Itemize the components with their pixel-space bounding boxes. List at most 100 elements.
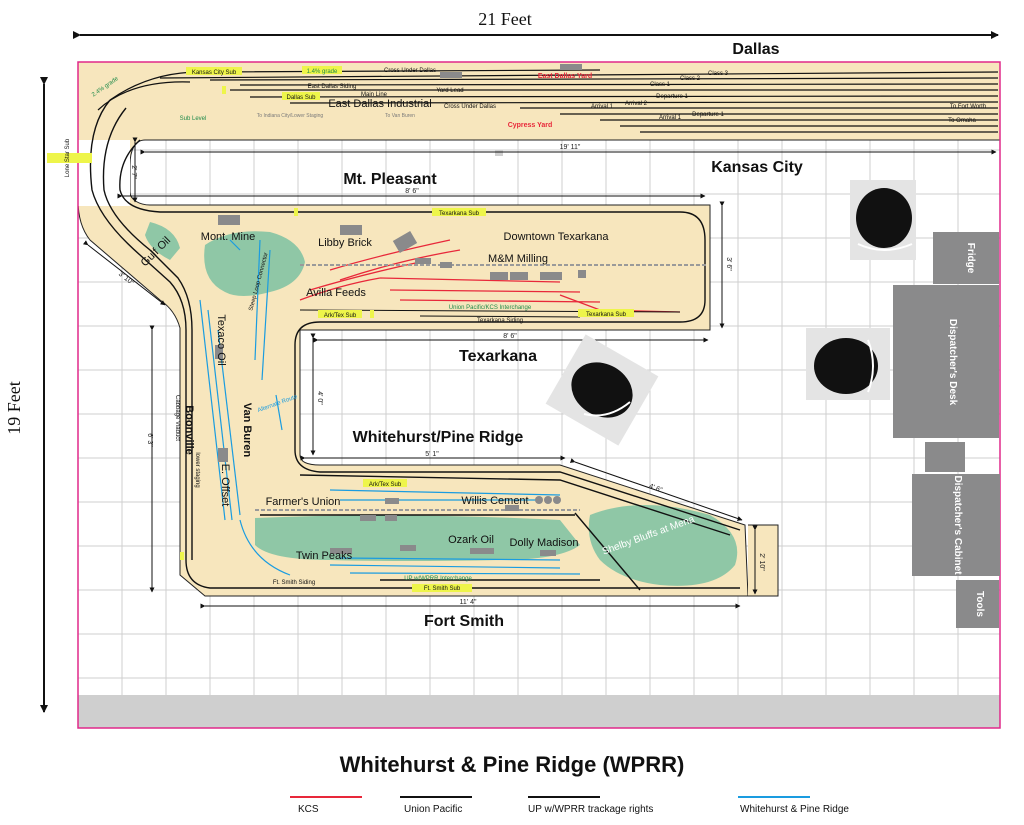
yard-lead-label: Yard Lead	[436, 88, 463, 94]
dallas-label: Dallas	[732, 41, 779, 58]
grade-14-label: 1.4% grade	[307, 69, 338, 75]
legend-label-kcs: KCS	[298, 804, 319, 815]
legend-label-trackage-rights: UP w/WPRR trackage rights	[528, 804, 654, 815]
legend-swatch-trackage-rights	[528, 796, 600, 798]
mont-mine-label: Mont. Mine	[201, 231, 255, 243]
buildings	[215, 64, 586, 556]
arrival2-label: Arrival 2	[625, 101, 648, 107]
arrival1-a-label: Arrival 1	[591, 104, 614, 110]
room-dimensions	[40, 31, 999, 713]
libby-brick-label: Libby Brick	[318, 237, 372, 249]
lone-star-sub-label: Lone Star Sub	[65, 138, 71, 177]
willis-cement-label: Willis Cement	[461, 495, 528, 507]
to-indiana-label: To Indiana City/Lower Staging	[257, 113, 324, 119]
legend-item-wprr: Whitehurst & Pine Ridge	[728, 790, 878, 818]
legend-item-kcs: KCS	[280, 790, 430, 818]
dim-4-6: 4' 6"	[648, 483, 664, 494]
avilla-feeds-label: Avilla Feeds	[306, 287, 366, 299]
legend-label-union-pacific: Union Pacific	[404, 804, 463, 815]
width-label: 21 Feet	[478, 9, 532, 29]
cross-under-dallas-2-label: Cross Under Dallas	[444, 104, 496, 110]
dallas-sub-label: Dallas Sub	[286, 95, 316, 101]
downtown-texarkana-label: Downtown Texarkana	[504, 231, 610, 243]
mt-pleasant-label: Mt. Pleasant	[343, 171, 437, 188]
dim-8-6-top: 8' 6"	[405, 188, 419, 195]
room-border	[77, 61, 1001, 729]
chair-icon	[850, 180, 916, 260]
texaco-oil-label: Texaco Oil	[215, 314, 227, 365]
up-wprr-interchange-label: UP w/WPRR Interchange	[404, 576, 472, 582]
inner-dimensions	[82, 137, 997, 609]
chair-icon	[806, 328, 890, 400]
class3-label: Class 3	[708, 71, 729, 77]
cabbage-viaduct-label: Cabbage Viaduct	[174, 395, 180, 441]
kansas-city-label: Kansas City	[711, 159, 803, 176]
tools-label: Tools	[974, 591, 985, 617]
up-kcs-interchange-label: Union Pacific/KCS Interchange	[449, 305, 532, 311]
dim-2-7: 2' 7"	[130, 165, 137, 179]
class2-label: Class 2	[680, 76, 701, 82]
dim-5-1: 5' 1"	[425, 451, 439, 458]
to-van-buren-label: To Van Buren	[385, 113, 415, 119]
ozark-oil-label: Ozark Oil	[448, 534, 494, 546]
van-buren-label: Van Buren	[241, 403, 253, 458]
fridge-label: Fridge	[965, 243, 976, 274]
east-dallas-siding-label: East Dallas Siding	[308, 84, 357, 90]
legend-item-union-pacific: Union Pacific	[390, 790, 540, 818]
legend-swatch-wprr	[738, 796, 810, 798]
dim-11-4: 11' 4"	[460, 599, 477, 606]
staging-lines	[255, 264, 708, 511]
height-label: 19 Feet	[4, 381, 24, 435]
dim-2-10: 2' 10"	[758, 553, 765, 571]
legend-swatch-kcs	[290, 796, 362, 798]
diagram-title: Whitehurst & Pine Ridge (WPRR)	[339, 752, 685, 777]
texarkana-siding-label: Texarkana Siding	[477, 318, 523, 324]
legend-label-wprr: Whitehurst & Pine Ridge	[740, 804, 849, 815]
fixtures	[893, 232, 1000, 628]
dispatchers-cabinet-label: Dispatcher's Cabinet	[952, 475, 963, 575]
to-omaha-label: To Omaha	[948, 118, 976, 124]
lower-staging-label: lower staging	[194, 452, 200, 487]
sub-level-label: Sub Level	[180, 116, 207, 122]
cross-under-dallas-1-label: Cross Under Dallas	[384, 68, 436, 74]
boonville-label: Boonville	[183, 405, 195, 455]
subdivision-tags	[47, 66, 634, 592]
texarkana-sub-1-label: Texarkana Sub	[439, 211, 480, 217]
dispatchers-desk-label: Dispatcher's Desk	[947, 319, 958, 406]
departure1-a-label: Departure 1	[656, 94, 688, 100]
fort-smith-label: Fort Smith	[424, 613, 504, 630]
e-offset-label: E. Offset	[219, 464, 231, 507]
main-line-label: Main Line	[361, 92, 388, 98]
kansas-city-sub-label: Kansas City Sub	[192, 70, 237, 76]
dim-19-11: 19' 11"	[560, 144, 581, 151]
ark-tex-sub-2-label: Ark/Tex Sub	[369, 482, 402, 488]
arrival1-b-label: Arrival 1	[659, 115, 682, 121]
east-dallas-yard-label: East Dallas Yard	[538, 73, 592, 80]
farmers-union-label: Farmer's Union	[266, 496, 341, 508]
dim-4-0: 4' 0"	[316, 391, 323, 405]
texarkana-label: Texarkana	[459, 348, 537, 365]
class1-label: Class 1	[650, 82, 671, 88]
departure1-b-label: Departure 1	[692, 112, 724, 118]
legend: KCS Union Pacific UP w/WPRR trackage rig…	[280, 790, 880, 820]
ft-smith-siding-label: Ft. Smith Siding	[273, 580, 315, 586]
chair-icon	[545, 334, 659, 446]
ft-smith-sub-label: Ft. Smith Sub	[424, 586, 461, 592]
dim-6-3: 6' 3"	[146, 433, 153, 447]
legend-item-trackage-rights: UP w/WPRR trackage rights	[518, 790, 668, 818]
ark-tex-sub-1-label: Ark/Tex Sub	[324, 313, 357, 319]
kcs-tracks	[299, 239, 681, 313]
whitehurst-label: Whitehurst/Pine Ridge	[353, 429, 524, 446]
texarkana-sub-2-label: Texarkana Sub	[586, 312, 627, 318]
dim-3-6: 3' 6"	[725, 257, 732, 271]
dim-8-6-mid: 8' 6"	[503, 333, 517, 340]
dolly-madison-label: Dolly Madison	[509, 537, 578, 549]
cypress-yard-label: Cypress Yard	[508, 122, 553, 129]
to-fort-worth-label: To Fort Worth	[950, 104, 986, 110]
mm-milling-label: M&M Milling	[488, 253, 548, 265]
twin-peaks-label: Twin Peaks	[296, 550, 353, 562]
legend-swatch-union-pacific	[400, 796, 472, 798]
east-dallas-industrial-label: East Dallas Industrial	[328, 98, 431, 110]
wprr-tracks	[199, 239, 581, 576]
